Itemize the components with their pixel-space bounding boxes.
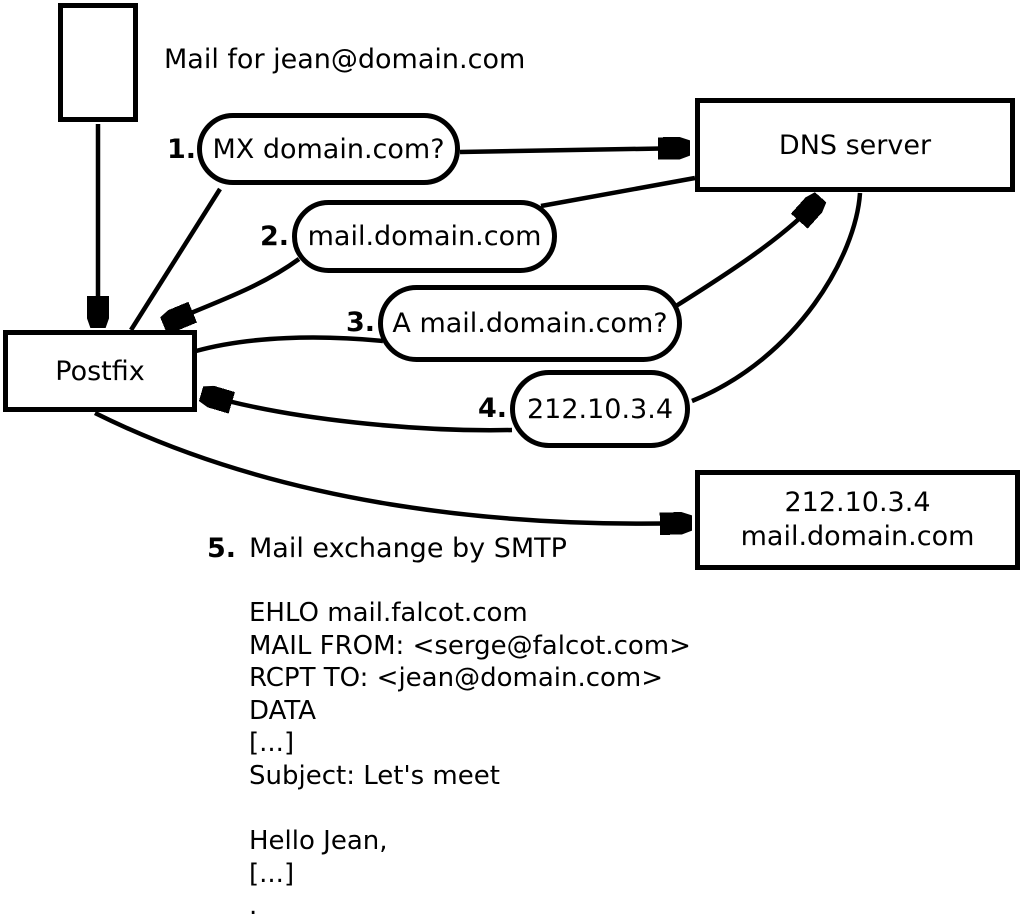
- arrow-smtp-postfix-to-mailserver: [93, 410, 691, 524]
- arrow-query1-pill-to-dns: [459, 148, 689, 152]
- smtp-line-subject: Subject: Let's meet: [249, 760, 500, 791]
- smtp-session-block: EHLO mail.falcot.com MAIL FROM: <serge@f…: [249, 597, 691, 919]
- pill-mx-reply-label: mail.domain.com: [307, 221, 542, 252]
- arrow-reply2-pill-to-postfix: [164, 257, 301, 324]
- pill-mx-query: MX domain.com?: [197, 113, 460, 185]
- smtp-line-hello: Hello Jean,: [249, 826, 388, 857]
- smtp-line-ellipsis-2: [...]: [249, 858, 295, 889]
- postfix-label: Postfix: [55, 355, 145, 387]
- smtp-line-ellipsis-1: [...]: [249, 728, 295, 759]
- step-number-5: 5.: [206, 533, 236, 564]
- smtp-line-blank: [249, 793, 691, 826]
- smtp-line-ehlo: EHLO mail.falcot.com: [249, 598, 528, 628]
- smtp-line-mail-from: MAIL FROM: <serge@falcot.com>: [249, 630, 691, 661]
- line-query1-postfix-to-pill: [129, 187, 222, 332]
- smtp-line-end-dot: .: [249, 891, 258, 919]
- step-5-label: Mail exchange by SMTP: [249, 533, 567, 564]
- arrow-reply4-pill-to-postfix: [202, 394, 513, 433]
- pill-a-query-label: A mail.domain.com?: [392, 308, 668, 339]
- mail-server-hostname: mail.domain.com: [740, 521, 975, 552]
- postfix-node: Postfix: [3, 330, 197, 412]
- pill-a-query: A mail.domain.com?: [378, 285, 682, 362]
- step-number-2: 2.: [259, 221, 289, 252]
- mail-note: Mail for jean@domain.com: [164, 44, 526, 75]
- dns-server-label: DNS server: [778, 129, 932, 161]
- pill-a-reply-label: 212.10.3.4: [527, 393, 673, 425]
- step-number-4: 4.: [477, 393, 507, 424]
- mail-server-ip: 212.10.3.4: [784, 487, 931, 518]
- dns-server-node: DNS server: [695, 98, 1015, 192]
- pill-a-reply: 212.10.3.4: [510, 370, 690, 448]
- arrow-query3-pill-to-dns: [674, 198, 820, 308]
- smtp-line-data: DATA: [249, 695, 316, 726]
- incoming-mail-box: [58, 3, 138, 122]
- line-reply2-dns-to-pill: [540, 175, 696, 209]
- line-reply4-dns-to-pill: [691, 192, 863, 404]
- line-query3-postfix-to-pill: [195, 335, 384, 354]
- smtp-line-rcpt-to: RCPT TO: <jean@domain.com>: [249, 663, 664, 694]
- mail-server-node: 212.10.3.4 mail.domain.com: [695, 470, 1020, 570]
- step-number-1: 1.: [166, 134, 196, 165]
- step-number-3: 3.: [345, 307, 375, 338]
- pill-mx-reply: mail.domain.com: [292, 200, 557, 273]
- pill-mx-query-label: MX domain.com?: [212, 133, 445, 165]
